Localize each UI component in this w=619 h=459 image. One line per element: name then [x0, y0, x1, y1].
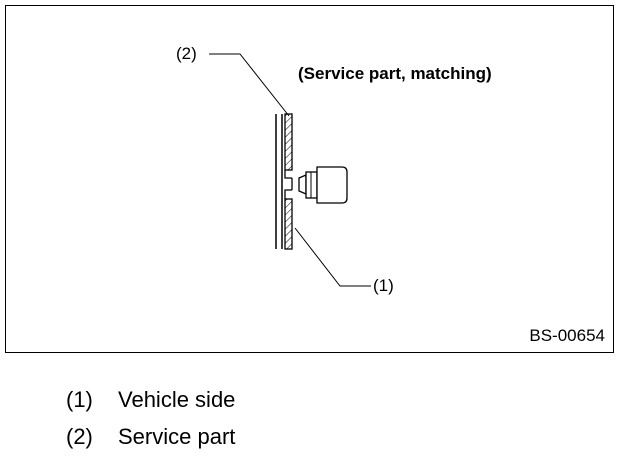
- diagram-caption: (Service part, matching): [298, 64, 492, 83]
- joint-lower-edge: [284, 189, 292, 199]
- legend-item: (2) Service part: [66, 424, 235, 450]
- joint-upper-edge: [284, 170, 292, 179]
- service-part-lower-segment: [284, 198, 293, 250]
- legend-item-number: (2): [66, 424, 93, 449]
- legend-item: (1) Vehicle side: [66, 387, 235, 413]
- torch-tip: [298, 174, 307, 195]
- diagram-drawing: [209, 53, 371, 287]
- diagram-frame: (Service part, matching) (2) (1) BS-0065…: [5, 5, 614, 353]
- service-part-upper-segment: [284, 113, 293, 171]
- callout-1-label: (1): [373, 276, 394, 295]
- callout-2-label: (2): [176, 44, 197, 63]
- callout-1-leader: [294, 227, 371, 287]
- figure-id: BS-00654: [529, 326, 605, 345]
- callout-2-leader: [209, 53, 290, 117]
- torch-body: [316, 166, 348, 204]
- legend-item-number: (1): [66, 387, 93, 412]
- legend-item-text: Vehicle side: [118, 387, 236, 412]
- legend-item-text: Service part: [118, 424, 236, 449]
